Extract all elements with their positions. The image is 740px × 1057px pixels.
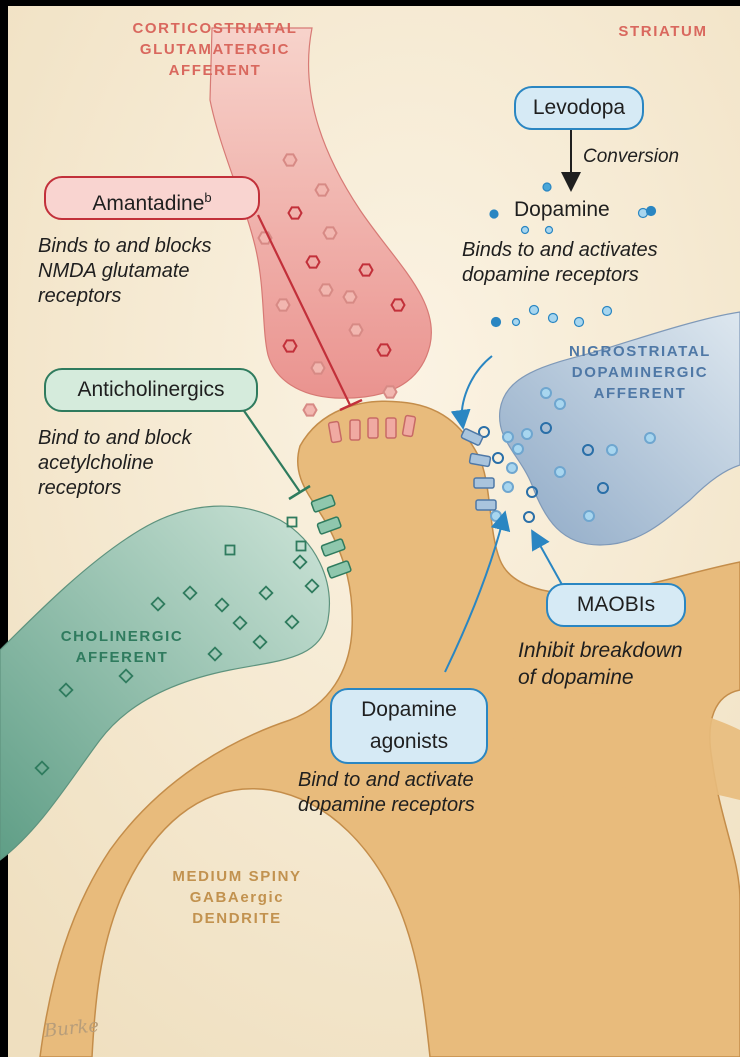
dopamine-vesicle bbox=[503, 432, 513, 442]
glutamate-vesicle bbox=[324, 227, 337, 238]
amantadine-superscript: b bbox=[204, 190, 211, 205]
glutamate-vesicle bbox=[277, 299, 290, 310]
anticholinergics-desc-line2: acetylcholine bbox=[38, 451, 191, 476]
medium-spiny-label-line1: MEDIUM SPINY bbox=[132, 866, 342, 887]
cholinergic-label-line1: CHOLINERGIC bbox=[32, 626, 212, 647]
anticholinergics-pill: Anticholinergics bbox=[44, 368, 258, 412]
corticostriatal-label: CORTICOSTRIATAL GLUTAMATERGIC AFFERENT bbox=[90, 18, 340, 81]
medium-spiny-label-line3: DENDRITE bbox=[132, 908, 342, 929]
medium-spiny-label-line2: GABAergic bbox=[132, 887, 342, 908]
glutamate-vesicle bbox=[316, 184, 329, 195]
amantadine-description: Binds to and blocks NMDA glutamate recep… bbox=[38, 234, 211, 309]
nigrostriatal-label: NIGROSTRIATAL DOPAMINERGIC AFFERENT bbox=[540, 341, 740, 404]
glutamate-vesicle bbox=[284, 154, 297, 165]
anticholinergics-description: Bind to and block acetylcholine receptor… bbox=[38, 426, 191, 501]
dopamine-vesicle bbox=[491, 511, 501, 521]
dopamine-label: Dopamine bbox=[514, 198, 610, 222]
amantadine-desc-line2: NMDA glutamate bbox=[38, 259, 211, 284]
amantadine-desc-line3: receptors bbox=[38, 284, 211, 309]
glutamate-vesicle bbox=[320, 284, 333, 295]
dopamine-agonists-description: Bind to and activate dopamine receptors bbox=[298, 768, 475, 818]
dopamine-vesicle bbox=[503, 482, 513, 492]
striatum-label: STRIATUM bbox=[598, 21, 728, 42]
dopamine-agonists-name-line1: Dopamine bbox=[332, 694, 486, 726]
maobis-desc-line2: of dopamine bbox=[518, 664, 683, 691]
anticholinergics-desc-line1: Bind to and block bbox=[38, 426, 191, 451]
dopamine-desc-line2: dopamine receptors bbox=[462, 263, 658, 288]
corticostriatal-label-line1: CORTICOSTRIATAL bbox=[90, 18, 340, 39]
conversion-label: Conversion bbox=[583, 146, 679, 168]
nigrostriatal-label-line1: NIGROSTRIATAL bbox=[540, 341, 740, 362]
dopamine-vesicle bbox=[507, 463, 517, 473]
dopamine-agonists-desc-line2: dopamine receptors bbox=[298, 793, 475, 818]
maobis-desc-line1: Inhibit breakdown bbox=[518, 637, 683, 664]
anticholinergics-desc-line3: receptors bbox=[38, 476, 191, 501]
dopamine-vesicle bbox=[522, 429, 532, 439]
amantadine-desc-line1: Binds to and blocks bbox=[38, 234, 211, 259]
corticostriatal-label-line3: AFFERENT bbox=[90, 60, 340, 81]
medium-spiny-label: MEDIUM SPINY GABAergic DENDRITE bbox=[132, 866, 342, 929]
amantadine-pill: Amantadineb bbox=[44, 176, 260, 220]
corticostriatal-label-line2: GLUTAMATERGIC bbox=[90, 39, 340, 60]
glutamate-vesicle bbox=[350, 324, 363, 335]
dopamine-description: Binds to and activates dopamine receptor… bbox=[462, 238, 658, 288]
nigrostriatal-label-line2: DOPAMINERGIC bbox=[540, 362, 740, 383]
dopamine-agonists-pill: Dopamine agonists bbox=[330, 688, 488, 764]
glutamate-vesicle bbox=[344, 291, 357, 302]
cholinergic-label: CHOLINERGIC AFFERENT bbox=[32, 626, 212, 668]
dopamine-vesicle bbox=[555, 467, 565, 477]
dopamine-vesicle bbox=[584, 511, 594, 521]
dopamine-agonists-name-line2: agonists bbox=[332, 726, 486, 758]
dopamine-vesicle bbox=[645, 433, 655, 443]
dopamine-agonists-desc-line1: Bind to and activate bbox=[298, 768, 475, 793]
nigrostriatal-label-line3: AFFERENT bbox=[540, 383, 740, 404]
amantadine-name: Amantadine bbox=[92, 192, 204, 215]
dopamine-vesicle bbox=[513, 444, 523, 454]
glutamate-vesicle bbox=[384, 386, 397, 397]
maobis-description: Inhibit breakdown of dopamine bbox=[518, 637, 683, 691]
cholinergic-label-line2: AFFERENT bbox=[32, 647, 212, 668]
glutamate-vesicle bbox=[304, 404, 317, 415]
dopamine-vesicle bbox=[607, 445, 617, 455]
glutamate-vesicle bbox=[312, 362, 325, 373]
levodopa-pill: Levodopa bbox=[514, 86, 644, 130]
dopamine-desc-line1: Binds to and activates bbox=[462, 238, 658, 263]
maobis-pill: MAOBIs bbox=[546, 583, 686, 627]
